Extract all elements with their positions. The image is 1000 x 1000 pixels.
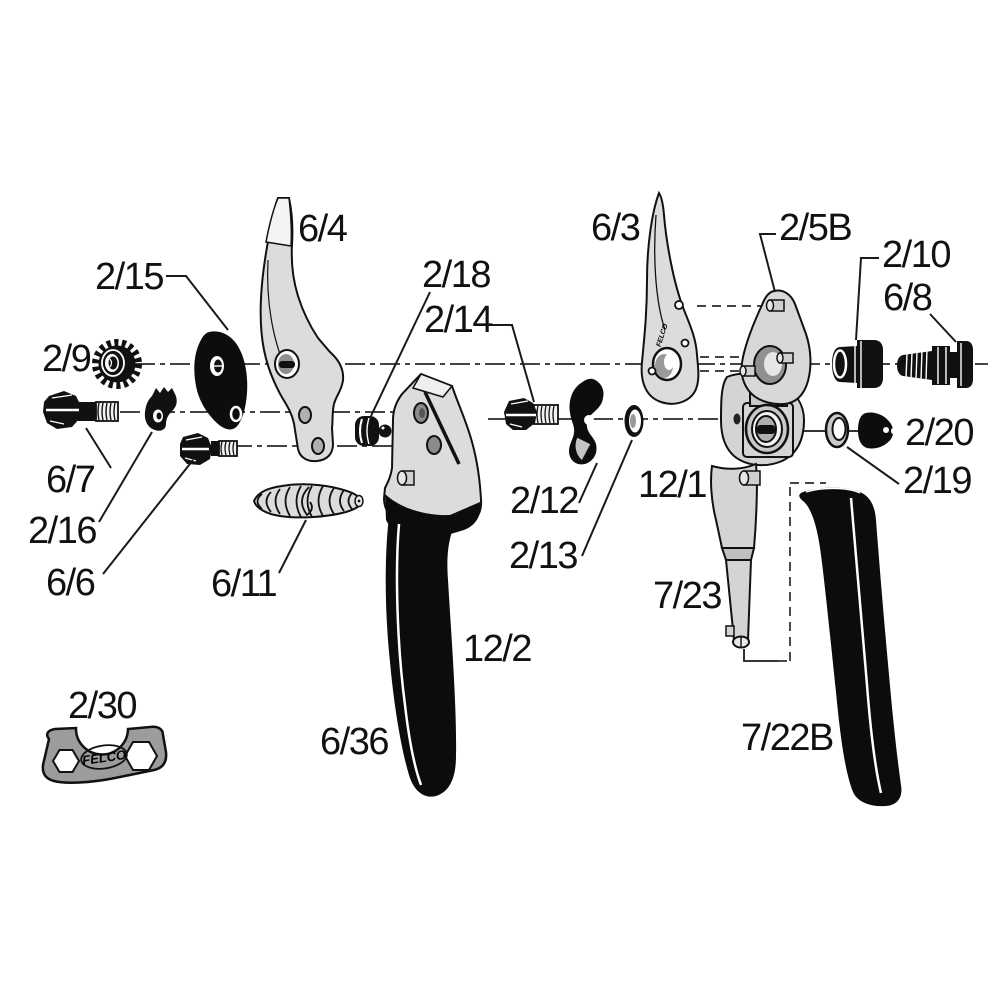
label-2-20: 2/20 [905,412,973,454]
label-2-19: 2/19 [903,460,971,502]
label-2-5b: 2/5B [779,207,851,249]
label-12-2: 12/2 [463,628,531,670]
grip-insert-guides [743,482,826,662]
label-2-30: 2/30 [68,685,136,727]
label-6-36: 6/36 [320,721,388,763]
label-2-12: 2/12 [510,480,578,522]
label-2-13: 2/13 [509,535,577,577]
part-6-6-bolt [180,433,238,465]
label-6-6: 6/6 [46,562,95,604]
part-7-22b-grip [799,487,902,807]
label-6-4: 6/4 [298,208,348,250]
part-2-19-washer [824,411,850,449]
part-6-3-blade: FELCO [640,190,700,405]
part-12-2-left-handle [382,372,483,797]
part-6-8-pivot-bolt [897,341,973,388]
part-2-18-nut [355,416,392,446]
label-6-11: 6/11 [211,563,277,605]
part-labels: 2/15 2/9 6/7 2/16 6/6 6/11 2/30 6/4 2/18… [28,207,975,763]
part-2-30-wrench: FELCO [41,725,168,784]
part-2-15-plate [194,331,248,430]
label-6-7: 6/7 [46,459,95,501]
label-12-1: 12/1 [638,464,706,506]
felco-logo: FELCO [80,744,128,770]
leader-lines [85,233,957,575]
label-2-18: 2/18 [422,254,490,296]
part-6-11-spring [252,483,364,519]
label-2-16: 2/16 [28,510,96,552]
label-6-3: 6/3 [591,207,640,249]
label-7-23: 7/23 [653,575,721,617]
label-7-22b: 7/22B [741,717,833,759]
part-2-16-ratchet-segment [144,387,177,431]
part-6-4-counter-blade [259,197,345,463]
part-6-7-bolt [43,391,119,429]
part-2-14-bolt [504,398,559,430]
label-2-14: 2/14 [424,299,493,341]
label-2-15: 2/15 [95,256,163,298]
part-2-20-cap [858,412,895,449]
part-2-10-bushing [832,340,883,388]
label-6-8: 6/8 [883,277,932,319]
label-2-9: 2/9 [42,338,91,380]
part-2-9-adjustment-nut [92,339,142,389]
label-2-10: 2/10 [882,234,950,276]
part-2-13-bushing [624,405,644,437]
part-2-12-cam [569,378,604,465]
wrench-logo-text: FELCO [81,747,127,768]
part-2-5b-counter-plate [739,289,812,406]
